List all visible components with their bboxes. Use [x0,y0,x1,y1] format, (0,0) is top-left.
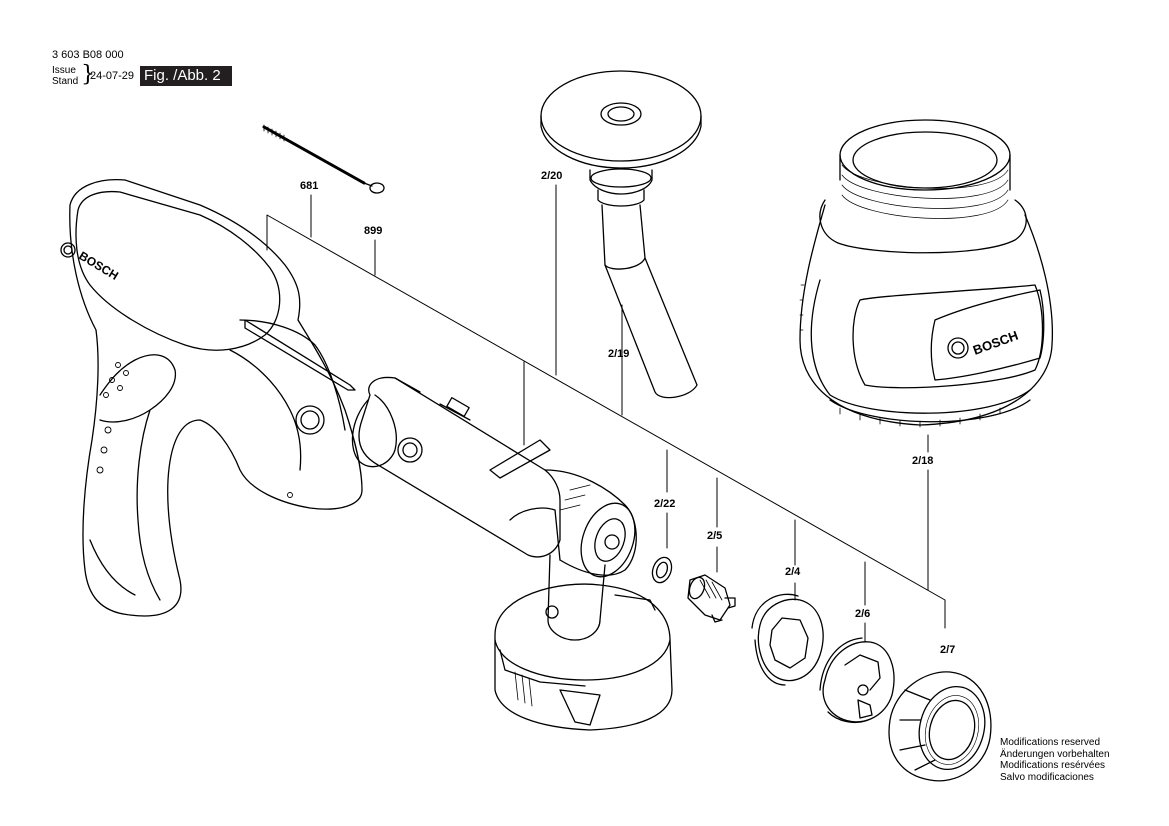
note-fr: Modifications resérvées [1000,760,1106,771]
part-label-2-18: 2/18 [912,455,934,467]
adjusting-ring-2-4 [751,593,824,686]
leader-lines [266,184,946,643]
part-label-899: 899 [364,225,383,237]
part-label-2-4: 2/4 [785,566,801,578]
part-label-2-19: 2/19 [608,348,630,360]
modification-notes: Modifications reserved Änderungen vorbeh… [1000,737,1110,783]
paint-container-2-18: BOSCH [799,119,1054,428]
o-ring-2-22 [651,556,673,584]
air-cap-2-6 [819,637,895,723]
part-label-2-22: 2/22 [654,498,676,510]
part-label-2-7: 2/7 [940,644,956,656]
part-label-681: 681 [300,180,319,192]
cleaning-needle-681 [262,124,385,194]
part-label-2-6: 2/6 [855,608,871,620]
brand-logo: BOSCH [76,249,120,283]
note-de: Änderungen vorbehalten [1000,748,1110,760]
pump-housing-899 [351,376,673,731]
stand-label: Stand [52,76,79,87]
union-nut-2-7 [888,671,992,782]
brace-icon: } [81,62,95,87]
figure-badge: Fig. /Abb. 2 [140,66,232,86]
nozzle-insert-2-5 [687,574,736,623]
handle-body: BOSCH [60,179,363,617]
funnel-lid-2-20 [540,70,702,399]
issue-label: Issue [52,65,76,76]
note-es: Salvo modificaciones [1000,771,1094,783]
issue-date: 24-07-29 [90,70,135,82]
container-logo: BOSCH [971,328,1020,358]
note-en: Modifications reserved [1000,737,1101,748]
part-label-2-20: 2/20 [541,170,563,182]
document-number: 3 603 B08 000 [52,49,124,61]
part-label-2-5: 2/5 [707,530,723,542]
